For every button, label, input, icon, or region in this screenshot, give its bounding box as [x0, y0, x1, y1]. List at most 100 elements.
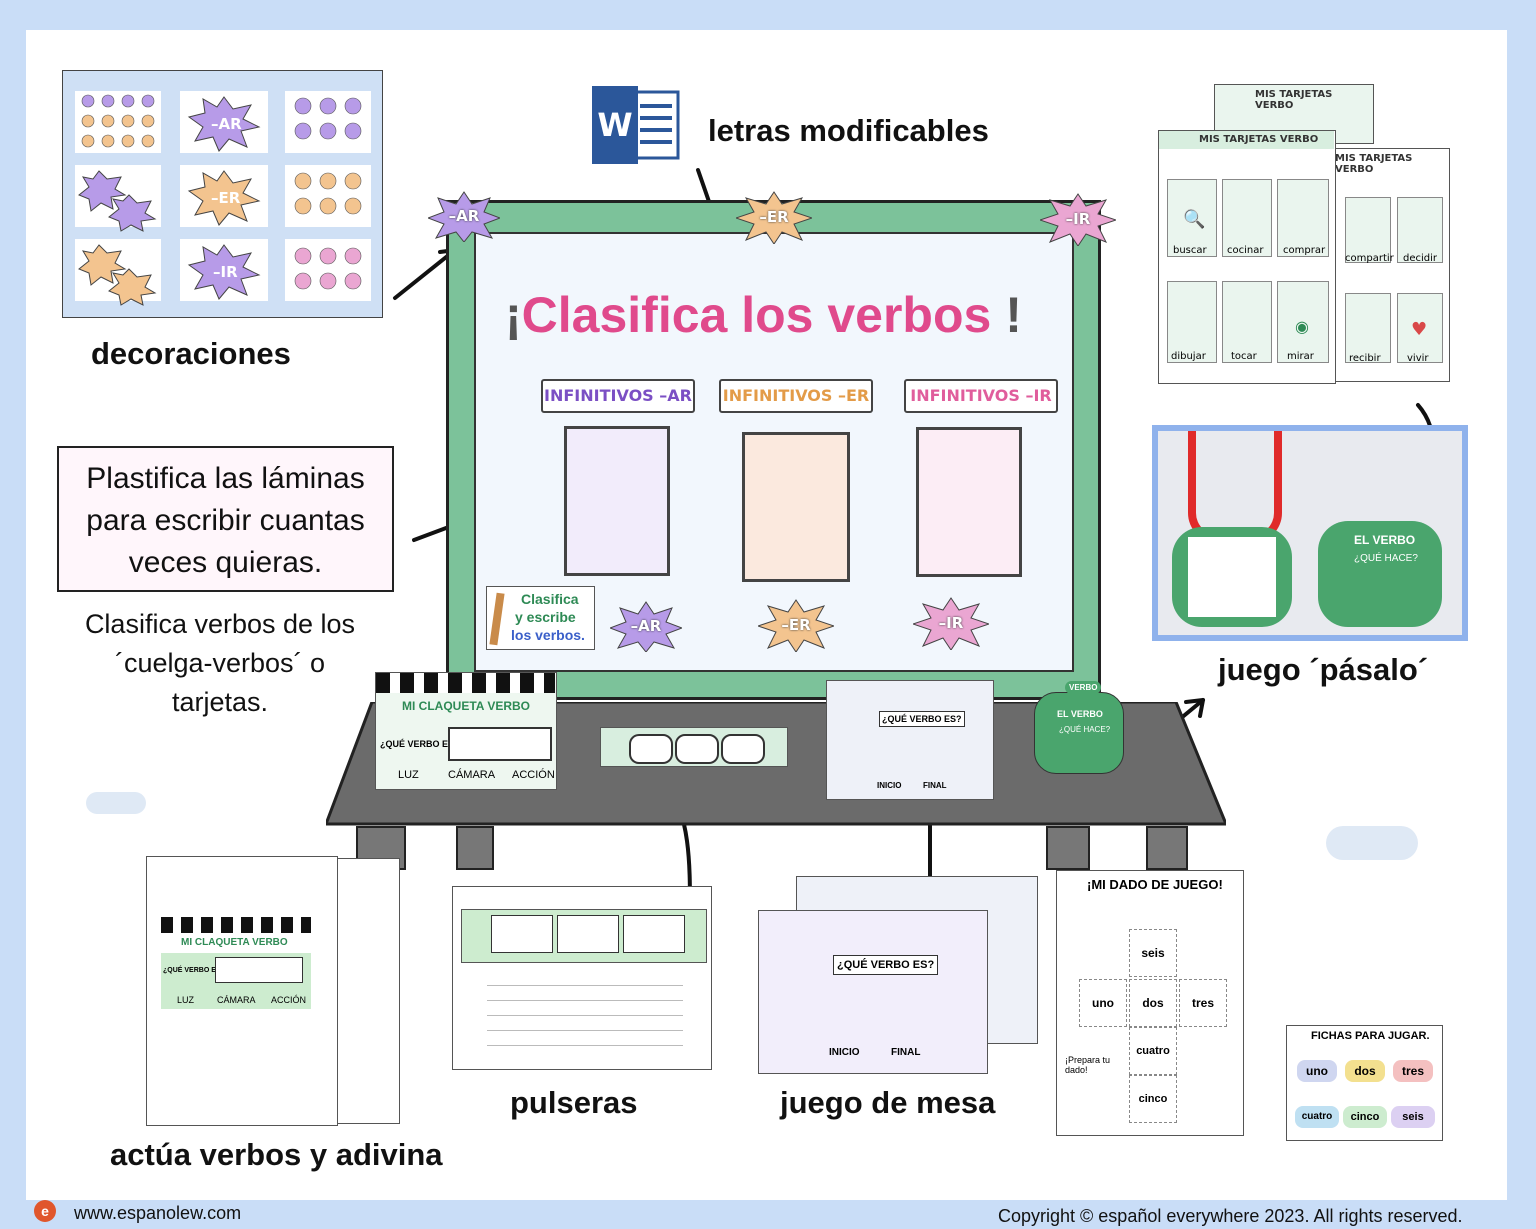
verb-label-recibir: recibir: [1349, 353, 1381, 364]
pulseras-window-3: [623, 915, 685, 953]
verb-label-compartir: compartir: [1345, 253, 1394, 264]
site-logo-icon: e: [34, 1200, 56, 1222]
board-star-er-bottom: –ER: [758, 598, 834, 652]
boardgame-table-center: ¿QUÉ VERBO ES?: [879, 711, 965, 727]
dado-prompt: ¡Prepara tu dado!: [1065, 1055, 1111, 1075]
dado-face-cuatro: cuatro: [1129, 1027, 1177, 1075]
dado-face-dos: dos: [1129, 979, 1177, 1027]
board-star-ar-bottom-label: –AR: [630, 617, 662, 635]
claqueta-table-answer: [448, 727, 552, 761]
boardgame-sheet-end: FINAL: [891, 1047, 921, 1058]
board-star-er-top: –ER: [736, 190, 812, 244]
eye-icon: ◉: [1295, 317, 1309, 336]
verb-tile-dibujar: [1167, 281, 1217, 363]
bracelet-window-1: [629, 734, 673, 764]
board-title: ¡Clasifica los verbos !: [505, 286, 1022, 344]
ficha-cinco: cinco: [1343, 1106, 1387, 1128]
clasifica-sign: Clasifica y escribe los verbos.: [486, 586, 595, 650]
decor-card-er: –ER: [211, 189, 241, 207]
board-star-ir-top: –IR: [1040, 192, 1116, 246]
pencil-icon: [489, 592, 505, 646]
verb-label-buscar: buscar: [1173, 245, 1207, 256]
board-star-ar-bottom: –AR: [610, 600, 682, 652]
classify-description: Clasifica verbos de los ´cuelga-verbos´ …: [84, 609, 356, 717]
decorations-sheet: –AR –ER –IR: [62, 70, 383, 318]
badge-list-paper: [1188, 537, 1276, 617]
verb-card-back: MIS TARJETAS VERBO compartir decidir ♥ r…: [1332, 148, 1450, 382]
column-header-ar: INFINITIVOS –AR: [541, 379, 695, 413]
footer-copyright: Copyright © español everywhere 2023. All…: [998, 1206, 1463, 1226]
pulseras-sheet: [452, 886, 712, 1070]
verb-card-back2-title: MIS TARJETAS VERBO: [1255, 89, 1333, 111]
verb-card-back-title: MIS TARJETAS VERBO: [1335, 153, 1413, 175]
verb-label-decidir: decidir: [1403, 253, 1438, 264]
verb-label-mirar: mirar: [1287, 351, 1314, 362]
board-star-er-bottom-label: –ER: [781, 616, 811, 634]
actua-claqueta-question: ¿QUÉ VERBO ES?: [163, 967, 225, 974]
clapper-stripes: [376, 673, 555, 693]
actua-sheet-front: MI CLAQUETA VERBO ¿QUÉ VERBO ES? LUZ CÁM…: [146, 856, 338, 1126]
footer-site[interactable]: www.espanolew.com: [74, 1203, 242, 1223]
column-header-er: INFINITIVOS –ER: [719, 379, 873, 413]
verb-tile-compartir: [1345, 197, 1391, 263]
board-star-ar-top-label: –AR: [448, 207, 480, 225]
decor-card-ir: –IR: [213, 263, 238, 281]
laminate-note: Plastifica las láminas para escribir cua…: [57, 446, 394, 592]
claqueta-table-title: MI CLAQUETA VERBO: [402, 699, 530, 713]
claqueta-table-col-accion: ACCIÓN: [512, 769, 555, 781]
cloud-left: [86, 792, 146, 814]
clasifica-sign-line3: los verbos.: [511, 627, 585, 643]
decor-card-ar: –AR: [211, 115, 242, 133]
pasalo-badge-question: ¿QUÉ HACE?: [1354, 553, 1418, 564]
actua-col-accion: ACCIÓN: [271, 995, 307, 1005]
table-leg-mid2: [1046, 826, 1090, 870]
boardgame-table-end: FINAL: [923, 781, 947, 790]
pasalo-badge-title: EL VERBO: [1354, 533, 1416, 547]
bracelet-table: [600, 727, 788, 767]
actua-sheet-back: [336, 858, 400, 1124]
dado-face-seis: seis: [1129, 929, 1177, 977]
actua-caption: actúa verbos y adivina: [110, 1137, 443, 1172]
boardgame-table: ¿QUÉ VERBO ES? INICIO FINAL: [826, 680, 994, 800]
verb-card-front: MIS TARJETAS VERBO 🔍 buscar cocinar comp…: [1158, 130, 1336, 384]
verb-tile-recibir: [1345, 293, 1391, 363]
claqueta-table-col-camara: CÁMARA: [448, 769, 496, 781]
board-star-ar-top: –AR: [428, 190, 500, 242]
badge-table-question: ¿QUÉ HACE?: [1059, 725, 1111, 734]
pulseras-window-1: [491, 915, 553, 953]
pasalo-badge-table: VERBO EL VERBO ¿QUÉ HACE?: [1034, 681, 1124, 774]
actua-col-camara: CÁMARA: [217, 995, 256, 1005]
ficha-uno: uno: [1297, 1060, 1337, 1082]
board-title-close: !: [1005, 287, 1022, 343]
pasalo-badge-list: [1172, 527, 1292, 627]
fichas-sheet: FICHAS PARA JUGAR. uno dos tres cuatro c…: [1286, 1025, 1443, 1141]
decor-caption: decoraciones: [91, 336, 291, 371]
pasalo-caption: juego ´pásalo´: [1218, 652, 1429, 687]
bracelet-window-3: [721, 734, 765, 764]
card-header-band: [1159, 131, 1334, 149]
board-title-main: Clasifica los verbos: [521, 287, 992, 343]
pasalo-badge-front: EL VERBO ¿QUÉ HACE?: [1318, 521, 1442, 627]
juego-mesa-caption: juego de mesa: [780, 1085, 996, 1120]
boardgame-table-start: INICIO: [877, 781, 902, 790]
slot-ir: [916, 427, 1022, 577]
slot-ar: [564, 426, 670, 576]
dado-sheet: ¡MI DADO DE JUEGO! ¡Prepara tu dado! uno…: [1056, 870, 1244, 1136]
badge-table-top: VERBO: [1065, 681, 1102, 694]
bracelet-window-2: [675, 734, 719, 764]
badge-table-title: EL VERBO: [1057, 709, 1103, 719]
claqueta-table: MI CLAQUETA VERBO ¿QUÉ VERBO ES? LUZ CÁM…: [375, 672, 557, 790]
boardgame-sheet-front: ¿QUÉ VERBO ES? INICIO FINAL: [758, 910, 988, 1074]
pulseras-lines: [487, 971, 683, 1051]
actua-clapper-stripes: [161, 917, 311, 933]
verb-label-vivir: vivir: [1407, 353, 1429, 364]
actua-claqueta-title: MI CLAQUETA VERBO: [181, 937, 288, 948]
verb-tile-mirar: [1277, 281, 1329, 363]
table-leg-right: [1146, 826, 1188, 870]
ficha-dos: dos: [1345, 1060, 1385, 1082]
verb-tile-decidir: [1397, 197, 1443, 263]
boardgame-sheet-start: INICIO: [829, 1047, 860, 1058]
svg-text:W: W: [597, 106, 632, 144]
heart-icon: ♥: [1411, 319, 1428, 340]
pasalo-photo: EL VERBO ¿QUÉ HACE?: [1152, 425, 1468, 641]
